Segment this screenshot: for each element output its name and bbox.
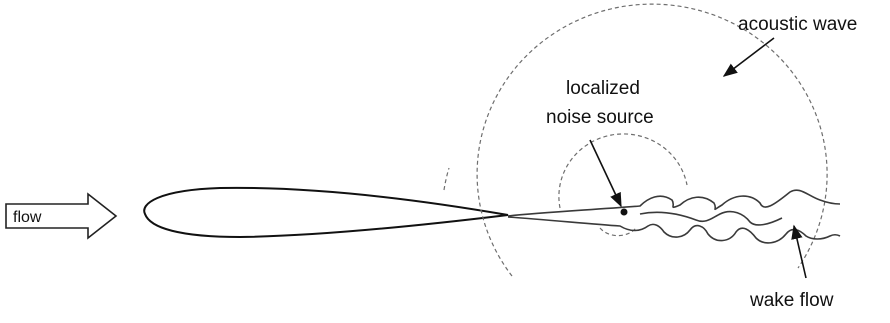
wake-upper-line [507,189,841,217]
acoustic-wave-outer-left [443,167,450,191]
noise-source-label-line2: noise source [546,107,654,128]
acoustic-wave-label: acoustic wave [738,14,857,35]
acoustic-wave-inner-arc [599,227,637,237]
flow-label: flow [13,209,42,226]
noise-source-dot [620,208,628,216]
noise-source-leader [589,139,622,208]
wake-inner-curl [639,210,783,226]
wake-lower-line [507,216,841,244]
wake-flow-label: wake flow [749,290,834,311]
noise-source-label-line1: localized [566,78,640,99]
acoustic-wave-inner [558,133,688,209]
flow-arrow: flow [5,192,118,240]
acoustic-wave-leader [722,37,775,77]
airfoil [143,186,509,239]
wake-flow-leader [791,224,807,279]
